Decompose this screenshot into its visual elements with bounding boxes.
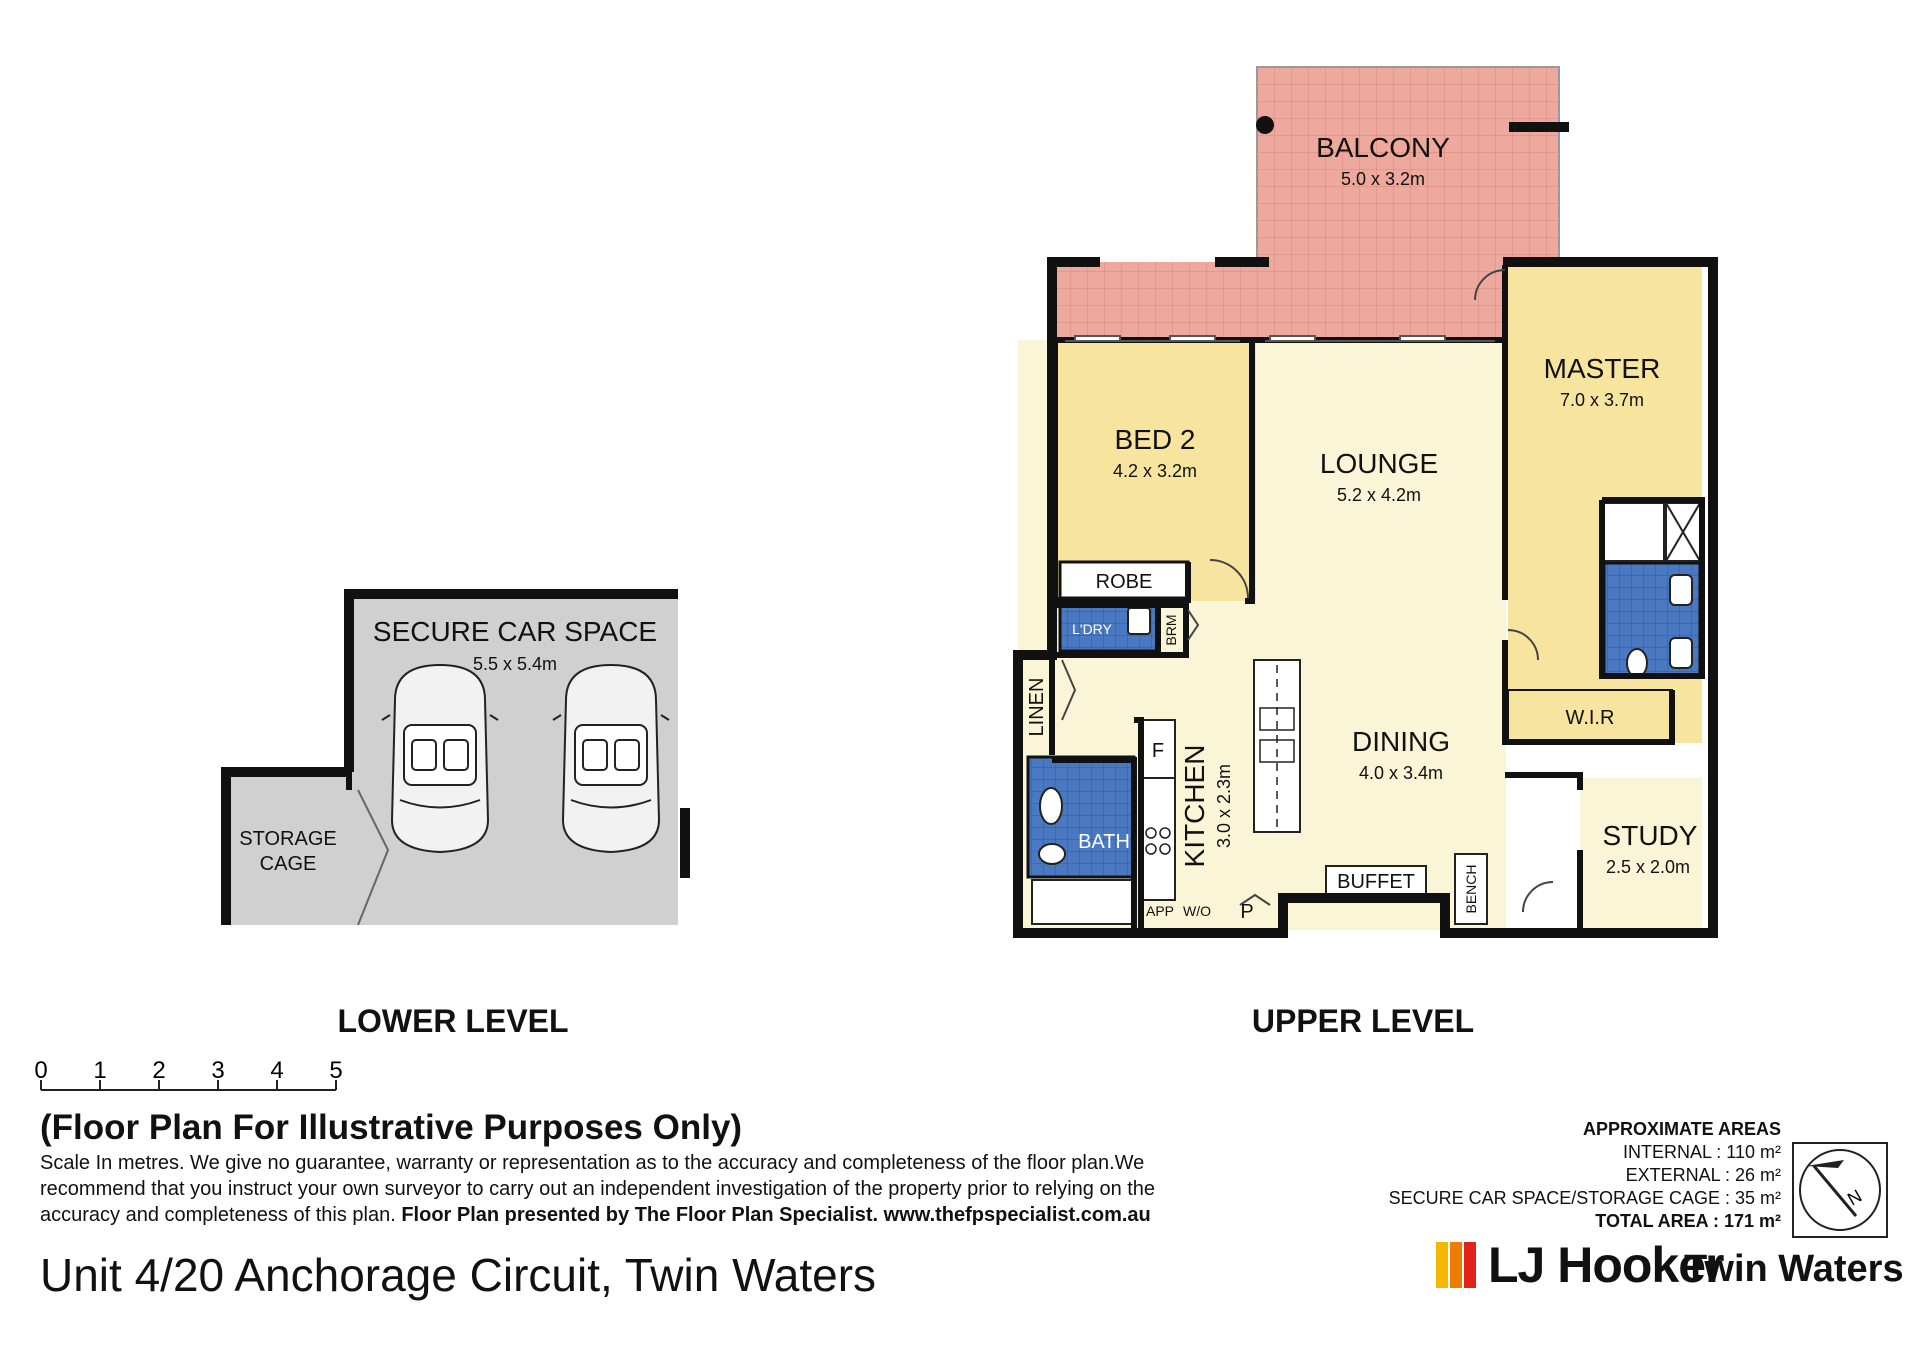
property-address: Unit 4/20 Anchorage Circuit, Twin Waters xyxy=(40,1249,877,1301)
logo-bars-icon xyxy=(1436,1242,1478,1288)
master-label: MASTER xyxy=(1544,353,1661,384)
agency-logo: LJ Hooker Twin Waters xyxy=(1436,1236,1904,1296)
bench-unit xyxy=(1454,853,1488,925)
buffet-label: BUFFET xyxy=(1337,871,1415,893)
area-total: TOTAL AREA : 171 m² xyxy=(1595,1211,1781,1231)
fridge-label: F xyxy=(1152,740,1164,762)
lounge-label: LOUNGE xyxy=(1320,448,1438,479)
scale-bar: 0 1 2 3 4 5 xyxy=(34,1057,343,1091)
storage-cage-label-1: STORAGE xyxy=(239,828,336,850)
approximate-areas: APPROXIMATE AREAS INTERNAL : 110 m² EXTE… xyxy=(1389,1118,1781,1233)
bench-label: BENCH xyxy=(1463,864,1479,913)
scale-tick-label: 1 xyxy=(93,1057,106,1084)
kitchen-label: KITCHEN xyxy=(1179,745,1210,868)
areas-heading: APPROXIMATE AREAS xyxy=(1582,1119,1781,1139)
kitchen-dim: 3.0 x 2.3m xyxy=(1214,764,1234,848)
bath-label: BATH xyxy=(1078,831,1130,853)
brm-label: BRM xyxy=(1163,614,1179,645)
storage-walls xyxy=(221,767,349,925)
car-space-name: SECURE CAR SPACE xyxy=(373,616,657,647)
upper-level-title: UPPER LEVEL xyxy=(1252,1003,1474,1039)
study-label: STUDY xyxy=(1603,820,1698,851)
wir-label: W.I.R xyxy=(1566,707,1615,729)
sliding-doors xyxy=(1065,335,1495,342)
storage-cage-door xyxy=(357,789,390,926)
ensuite-toilet-icon xyxy=(1626,648,1648,678)
linen-label: LINEN xyxy=(1026,678,1048,737)
lounge-dim: 5.2 x 4.2m xyxy=(1337,485,1421,505)
area-internal: INTERNAL : 110 m² xyxy=(1622,1142,1781,1162)
storage-cage-label-2: CAGE xyxy=(260,853,317,875)
car-space-dim: 5.5 x 5.4m xyxy=(473,654,557,674)
presented-by: Floor Plan presented by The Floor Plan S… xyxy=(401,1204,1151,1226)
study-floor xyxy=(1580,778,1702,928)
scale-tick-label: 4 xyxy=(270,1057,283,1084)
area-external: EXTERNAL : 26 m² xyxy=(1625,1165,1781,1185)
dining-dim: 4.0 x 3.4m xyxy=(1359,763,1443,783)
study-dim: 2.5 x 2.0m xyxy=(1606,857,1690,877)
robe-label: ROBE xyxy=(1096,571,1153,593)
cooktop-icon xyxy=(1145,827,1171,855)
balcony-label: BALCONY xyxy=(1316,132,1450,163)
door-swings xyxy=(1061,269,1554,913)
scale-tick-label: 5 xyxy=(329,1057,342,1084)
balcony-dim: 5.0 x 3.2m xyxy=(1341,169,1425,189)
scale-tick-label: 2 xyxy=(152,1057,165,1084)
disclaimer-title: (Floor Plan For Illustrative Purposes On… xyxy=(40,1108,743,1147)
bathroom-area xyxy=(1026,755,1136,879)
scale-tick-label: 3 xyxy=(211,1057,224,1084)
bed2-dim: 4.2 x 3.2m xyxy=(1113,461,1197,481)
balcony-side-floor xyxy=(1052,262,1258,340)
pantry-label: P xyxy=(1240,901,1253,923)
area-car-space: SECURE CAR SPACE/STORAGE CAGE : 35 m² xyxy=(1388,1188,1781,1208)
bed2-floor xyxy=(1058,343,1256,601)
garage-walls xyxy=(344,589,678,772)
dining-label: DINING xyxy=(1352,726,1450,757)
north-compass-icon: N xyxy=(1792,1142,1888,1238)
disclaimer-text: Scale In metres. We give no guarantee, w… xyxy=(40,1150,1240,1228)
master-dim: 7.0 x 3.7m xyxy=(1560,390,1644,410)
robe-floor xyxy=(1058,560,1190,600)
ensuite-shower xyxy=(1603,502,1665,562)
upper-level-plan: BALCONY 5.0 x 3.2m BED 2 4.2 x 3.2m LOUN… xyxy=(1013,66,1718,1039)
appliance-label: APP xyxy=(1146,903,1174,919)
wall-oven-label: W/O xyxy=(1183,903,1211,919)
bed2-label: BED 2 xyxy=(1115,424,1196,455)
car-icon-left xyxy=(381,663,499,854)
laundry-label: L'DRY xyxy=(1072,621,1112,637)
logo-office: Twin Waters xyxy=(1684,1248,1904,1290)
logo-brand: LJ Hooker xyxy=(1488,1237,1725,1293)
car-icon-right xyxy=(552,663,670,854)
lower-level-plan: SECURE CAR SPACE 5.5 x 5.4m STORAGE CAGE… xyxy=(221,589,690,1039)
lower-level-title: LOWER LEVEL xyxy=(337,1003,568,1039)
bath-tub xyxy=(1031,879,1135,925)
disclaimer-body: Scale In metres. We give no guarantee, w… xyxy=(40,1152,1156,1226)
toilet-icon xyxy=(1038,843,1066,865)
scale-tick-label: 0 xyxy=(34,1057,47,1084)
basin-icon xyxy=(1039,787,1063,825)
